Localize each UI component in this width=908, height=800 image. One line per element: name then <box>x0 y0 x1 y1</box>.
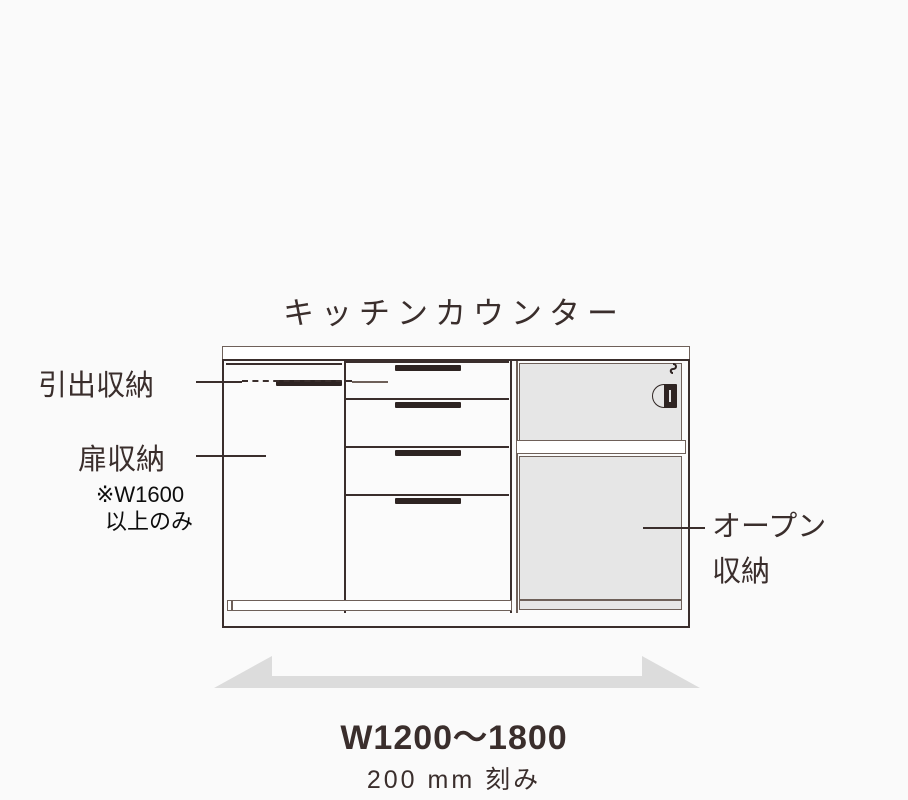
drawer-row <box>346 446 509 494</box>
outlet-slot-icon <box>669 390 671 402</box>
power-outlet-icon <box>652 362 678 410</box>
drawer-handle-icon <box>394 365 461 371</box>
leader-line-drawer-dashed <box>242 380 352 382</box>
drawer-row <box>346 494 509 607</box>
door-handle-icon <box>276 380 342 386</box>
double-headed-arrow-icon <box>214 652 700 690</box>
leader-line-open-storage <box>643 527 705 529</box>
open-storage-line-1: オープン <box>712 511 827 543</box>
label-door-storage: 扉収納 <box>78 444 166 476</box>
toe-kick-base <box>227 600 512 611</box>
door-note-line-2: 以上のみ <box>104 509 193 534</box>
drawer-row <box>346 361 509 398</box>
open-storage-line-2: 収納 <box>712 556 771 588</box>
dimension-increment: 200 mm 刻み <box>366 766 542 794</box>
divider-drawers-open <box>510 361 512 613</box>
door-storage-note: ※W1600 以上のみ <box>70 481 210 535</box>
label-drawer-storage: 引出収納 <box>38 370 155 402</box>
kitchen-counter-illustration <box>222 346 690 628</box>
door-storage-panel <box>226 363 342 609</box>
leader-line-door <box>196 455 266 457</box>
open-storage-inner-wall <box>516 361 518 613</box>
label-open-storage: オープン 収納 <box>712 505 826 595</box>
leader-line-drawer-solid <box>196 381 242 383</box>
drawer-handle-icon <box>394 498 461 504</box>
drawer-handle-icon <box>394 450 461 456</box>
drawer-handle-icon <box>394 402 461 408</box>
drawer-row <box>346 398 509 446</box>
countertop-slab <box>222 346 690 360</box>
open-storage-shelf <box>516 440 686 454</box>
door-note-line-1: ※W1600 <box>95 482 185 507</box>
toe-kick-left-edge <box>231 600 233 611</box>
open-storage-base <box>519 600 682 610</box>
dimension-width-range: W1200〜1800 <box>340 719 568 757</box>
page-title: キッチンカウンター <box>283 296 625 331</box>
leader-line-drawer-tail <box>352 381 388 383</box>
divider-door-drawers <box>344 361 346 613</box>
